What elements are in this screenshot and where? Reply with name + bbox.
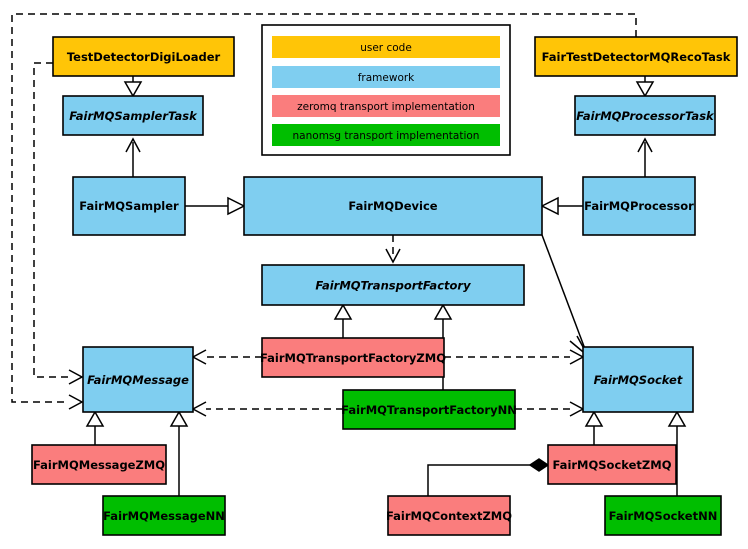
node-box-fairmqsocketnn[interactable] xyxy=(604,495,722,536)
legend-label-framework: framework xyxy=(358,72,415,84)
node-fairmqsampler[interactable]: FairMQSampler xyxy=(72,176,186,236)
node-box-fairmqsocket[interactable] xyxy=(582,346,694,413)
edge-tfzmq-message xyxy=(191,349,262,365)
edge-socketzmq-socket xyxy=(584,410,604,445)
edge-recotask-message xyxy=(11,13,637,410)
node-fairmqprocessor[interactable]: FairMQProcessor xyxy=(582,176,696,236)
edge-sampler-device xyxy=(185,196,246,216)
edge-processor-device xyxy=(540,196,583,216)
node-testdetectordigiloader[interactable]: TestDetectorDigiLoader xyxy=(52,36,235,77)
node-box-fairmqprocessortask[interactable] xyxy=(574,95,716,136)
edge-contextzmq-socketzmq xyxy=(427,458,550,496)
edge-sampler-samplertask xyxy=(125,137,141,177)
node-fairmqsocket[interactable]: FairMQSocket xyxy=(582,346,694,413)
node-box-fairmqdevice[interactable] xyxy=(243,176,543,236)
edge-messagezmq-message xyxy=(85,410,105,445)
node-fairmqtransportfactoryzmq[interactable]: FairMQTransportFactoryZMQ xyxy=(260,337,446,378)
legend-swatch-user-code xyxy=(272,36,500,58)
legend-swatch-zeromq xyxy=(272,95,500,117)
edge-device-transportfactory xyxy=(385,235,401,264)
node-box-fairmqcontextzmq[interactable] xyxy=(387,495,511,536)
node-fairtestdetectormqrecotask[interactable]: FairTestDetectorMQRecoTask xyxy=(534,36,738,77)
node-fairmqprocessortask[interactable]: FairMQProcessorTask xyxy=(574,95,716,136)
node-box-fairmqtransportfactoryzmq[interactable] xyxy=(261,337,445,378)
legend-swatch-nanomsg xyxy=(272,124,500,146)
node-label-fairmqtransportfactory: FairMQTransportFactory xyxy=(315,279,471,293)
edge-tfzmq-transportfactory xyxy=(333,303,353,338)
node-label-fairmqtransportfactoryzmq: FairMQTransportFactoryZMQ xyxy=(260,351,446,365)
edge-tfzmq-socket xyxy=(444,349,585,365)
node-label-fairmqprocessortask: FairMQProcessorTask xyxy=(576,109,715,123)
node-box-fairmqmessage[interactable] xyxy=(82,346,194,413)
node-label-fairmqcontextzmq: FairMQContextZMQ xyxy=(386,509,512,523)
node-layer: TestDetectorDigiLoader FairTestDetectorM… xyxy=(31,36,738,536)
node-fairmqmessagenn[interactable]: FairMQMessageNN xyxy=(102,495,226,536)
node-box-fairmqsampler[interactable] xyxy=(72,176,186,236)
legend-label-nanomsg: nanomsg transport implementation xyxy=(293,130,480,142)
node-fairmqdevice[interactable]: FairMQDevice xyxy=(243,176,543,236)
legend-label-user-code: user code xyxy=(360,42,412,54)
edge-processor-processortask xyxy=(637,137,653,177)
node-label-fairtestdetectormqrecotask: FairTestDetectorMQRecoTask xyxy=(542,50,731,64)
node-box-fairmqprocessor[interactable] xyxy=(582,176,696,236)
node-fairmqmessagezmq[interactable]: FairMQMessageZMQ xyxy=(31,444,167,485)
node-label-fairmqdevice: FairMQDevice xyxy=(348,199,437,213)
node-box-fairmqsocketzmq[interactable] xyxy=(547,444,677,485)
edge-device-socket xyxy=(541,234,589,357)
edge-tfnn-message xyxy=(191,401,343,417)
legend-label-zeromq: zeromq transport implementation xyxy=(297,101,475,113)
node-label-fairmqmessagenn: FairMQMessageNN xyxy=(103,509,225,523)
edge-layer xyxy=(11,13,687,496)
node-label-testdetectordigiloader: TestDetectorDigiLoader xyxy=(67,50,221,64)
node-box-fairmqsamplertask[interactable] xyxy=(62,95,204,136)
node-fairmqtransportfactory[interactable]: FairMQTransportFactory xyxy=(261,264,525,306)
edge-digiloader-message xyxy=(33,62,84,385)
legend: user code framework zeromq transport imp… xyxy=(261,24,511,156)
node-fairmqtransportfactorynn[interactable]: FairMQTransportFactoryNN xyxy=(341,389,517,430)
edge-tfnn-socket xyxy=(515,401,585,417)
node-box-fairmqtransportfactorynn[interactable] xyxy=(342,389,516,430)
node-box-fairmqmessagezmq[interactable] xyxy=(31,444,167,485)
node-label-fairmqtransportfactorynn: FairMQTransportFactoryNN xyxy=(341,403,517,417)
node-label-fairmqmessage: FairMQMessage xyxy=(87,373,189,387)
node-label-fairmqmessagezmq: FairMQMessageZMQ xyxy=(33,458,165,472)
node-fairmqsocketzmq[interactable]: FairMQSocketZMQ xyxy=(547,444,677,485)
node-label-fairmqsamplertask: FairMQSamplerTask xyxy=(69,109,198,123)
node-label-fairmqsocketnn: FairMQSocketNN xyxy=(609,509,718,523)
node-label-fairmqprocessor: FairMQProcessor xyxy=(584,199,694,213)
node-box-fairmqmessagenn[interactable] xyxy=(102,495,226,536)
node-label-fairmqsocket: FairMQSocket xyxy=(594,373,683,387)
node-fairmqcontextzmq[interactable]: FairMQContextZMQ xyxy=(386,495,512,536)
edge-messagenn-message xyxy=(169,410,189,496)
legend-swatch-framework xyxy=(272,66,500,88)
node-label-fairmqsampler: FairMQSampler xyxy=(79,199,179,213)
node-fairmqmessage[interactable]: FairMQMessage xyxy=(82,346,194,413)
edge-socketnn-socket xyxy=(667,410,687,496)
node-box-fairmqtransportfactory[interactable] xyxy=(261,264,525,306)
node-fairmqsocketnn[interactable]: FairMQSocketNN xyxy=(604,495,722,536)
edge-digiloader-samplertask xyxy=(123,76,143,98)
edge-recotask-processortask xyxy=(635,76,655,98)
node-box-fairtestdetectormqrecotask[interactable] xyxy=(534,36,738,77)
node-label-fairmqsocketzmq: FairMQSocketZMQ xyxy=(553,458,672,472)
node-fairmqsamplertask[interactable]: FairMQSamplerTask xyxy=(62,95,204,136)
node-box-testdetectordigiloader[interactable] xyxy=(52,36,235,77)
